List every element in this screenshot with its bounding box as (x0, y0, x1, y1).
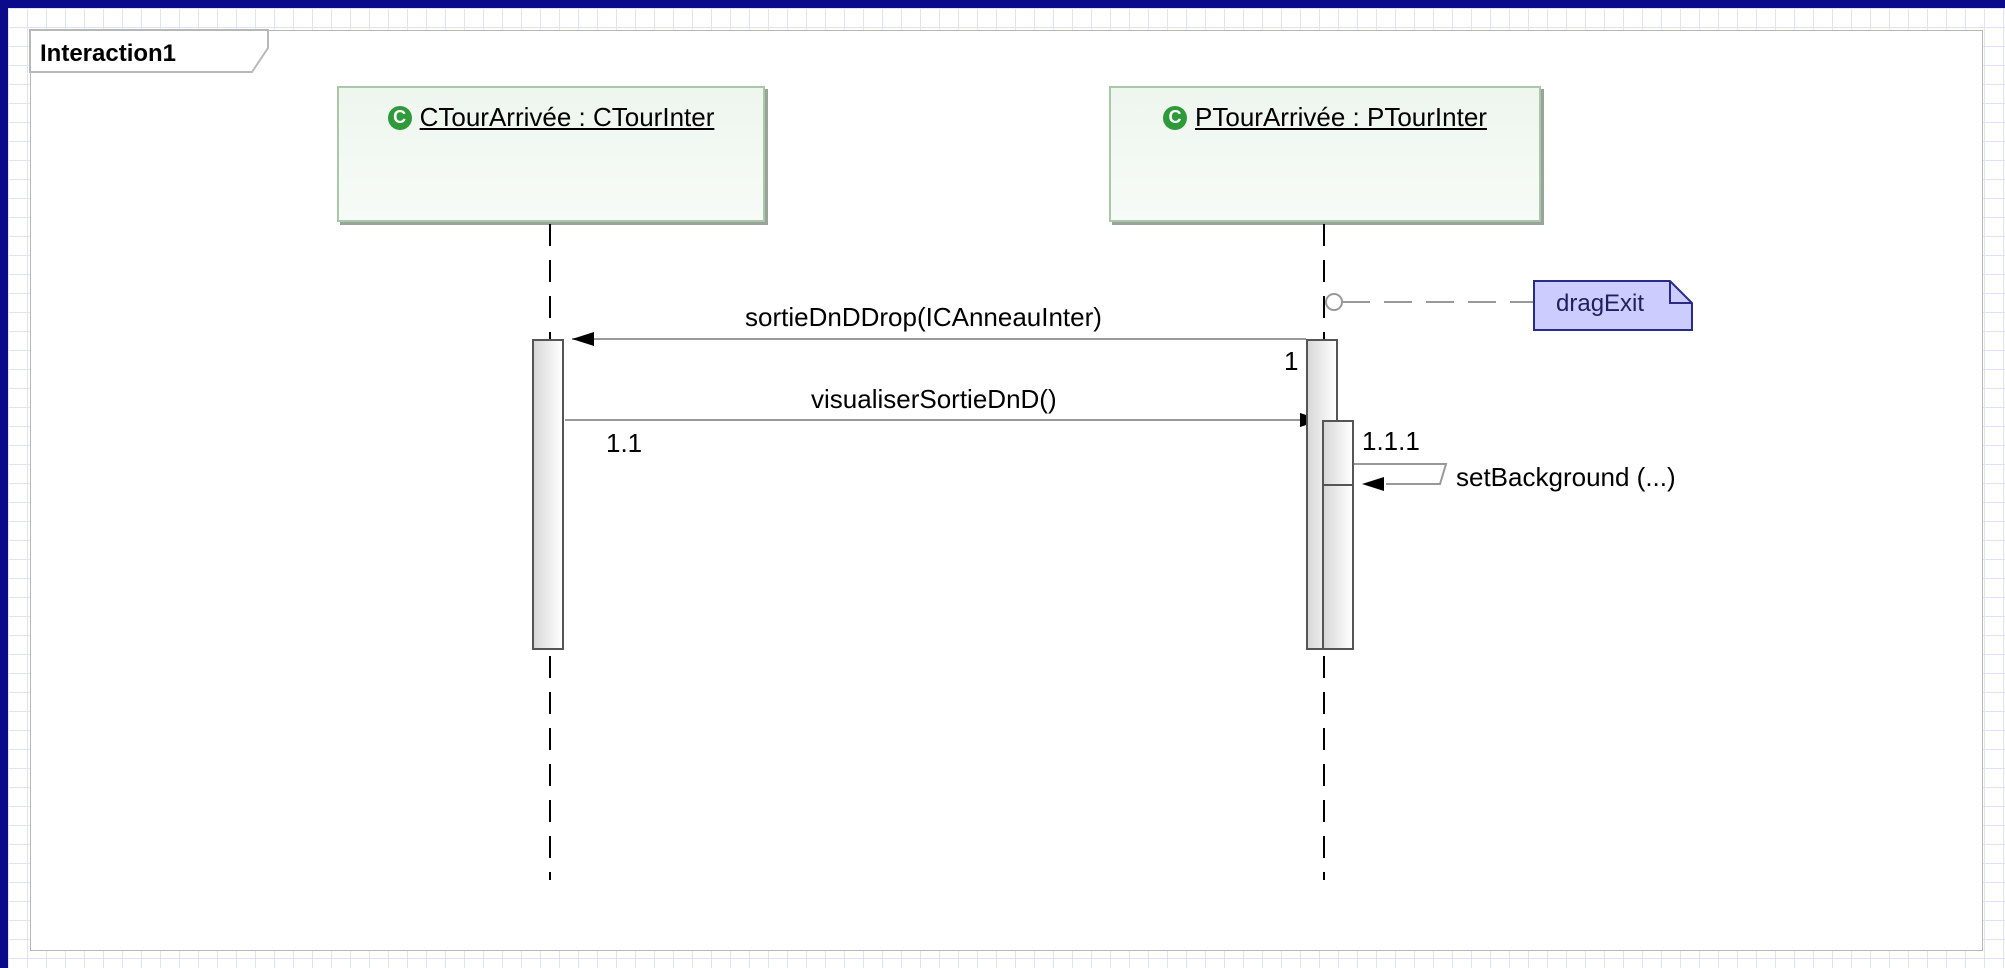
lifeline-label: CTourArrivée : CTourInter (419, 102, 715, 132)
sequence-number-1-1: 1.1 (606, 428, 643, 458)
message-arrow-1 (572, 332, 594, 346)
class-icon: C (1163, 105, 1188, 130)
note-shape (1533, 280, 1693, 331)
activation-bar-nested[interactable] (1322, 420, 1354, 650)
message-label-1-1[interactable]: visualiserSortieDnD() (811, 384, 1057, 414)
note-anchor-circle (1325, 293, 1343, 311)
message-label-1[interactable]: sortieDnDDrop(ICAnneauInter) (745, 302, 1102, 332)
activation-bar-ctourarrivee[interactable] (532, 339, 564, 650)
message-label-1-1-1[interactable]: setBackground (...) (1456, 462, 1676, 492)
self-message-line (1350, 463, 1448, 485)
lifeline-label: PTourArrivée : PTourInter (1195, 102, 1487, 132)
sequence-number-1: 1 (1284, 346, 1299, 376)
note-label[interactable]: dragExit (1556, 290, 1645, 317)
lifeline-head-ptourarrivee[interactable]: C PTourArrivée : PTourInter (1109, 86, 1541, 222)
activation-divider (1322, 484, 1352, 486)
sequence-number-1-1-1: 1.1.1 (1362, 426, 1420, 456)
class-icon: C (387, 105, 412, 130)
frame-title: Interaction1 (40, 40, 177, 67)
lifeline-head-ctourarrivee[interactable]: C CTourArrivée : CTourInter (337, 86, 765, 222)
self-message-arrow (1362, 477, 1384, 491)
